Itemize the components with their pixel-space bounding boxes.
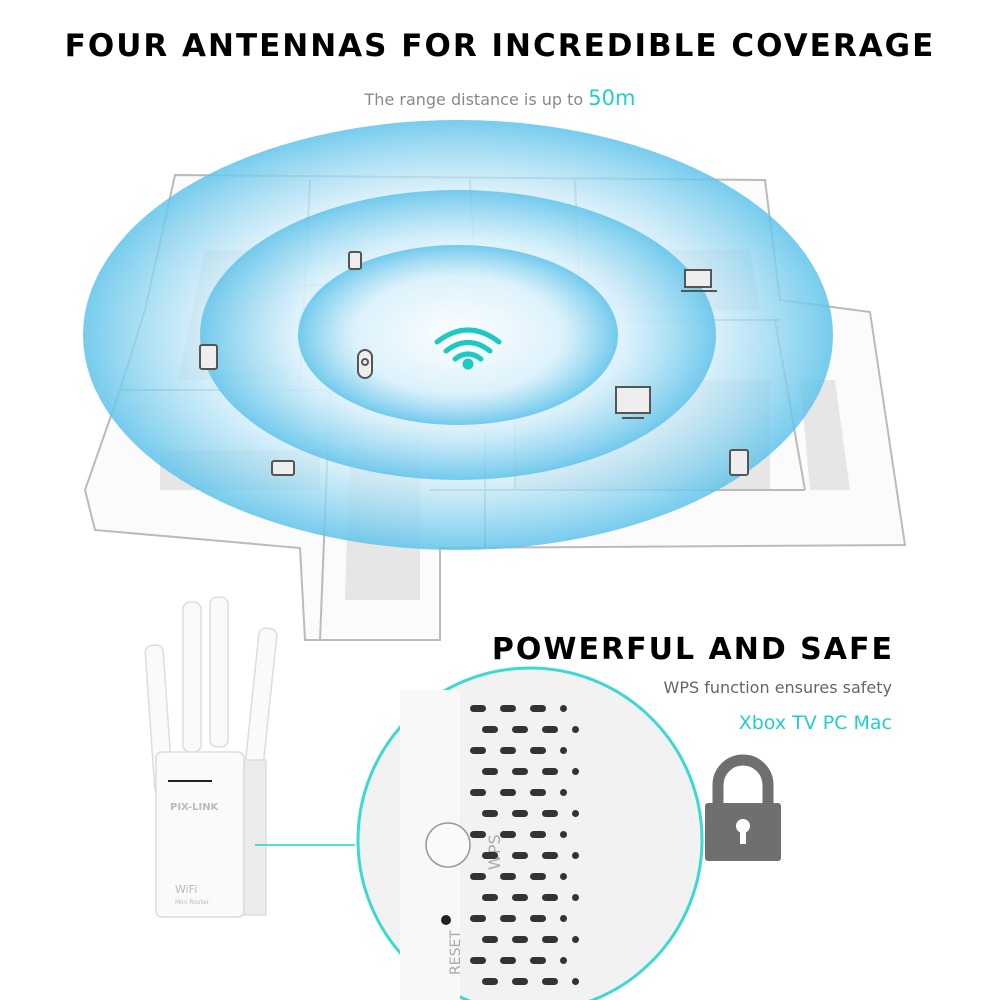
vent-hole [572,726,579,733]
range-value: 50m [588,86,636,110]
vent-hole [482,852,498,859]
vent-hole [560,873,567,880]
vent-hole [560,705,567,712]
vent-hole [530,957,546,964]
vent-hole [560,957,567,964]
vent-hole [572,810,579,817]
router-product: PIX-LINK WiFi Mini Router [144,596,355,918]
vent-hole [482,768,498,775]
vent-hole [470,747,486,754]
vent-hole [542,852,558,859]
phone-icon [348,251,362,270]
wifi-logo: WiFi [175,883,197,896]
vent-hole [542,810,558,817]
coverage-title: FOUR ANTENNAS FOR INCREDIBLE COVERAGE [64,28,936,64]
wifi-icon [434,327,502,370]
compatible-devices: Xbox TV PC Mac [738,712,892,734]
vent-hole [512,936,528,943]
vent-hole [530,831,546,838]
signal-coverage [83,120,833,550]
vent-hole [542,894,558,901]
vent-hole [500,831,516,838]
vent-hole [572,978,579,985]
camera-icon [357,349,373,379]
vent-hole [560,915,567,922]
brand-label: PIX-LINK [170,802,220,813]
vent-hole [500,705,516,712]
vent-hole [470,831,486,838]
vent-hole [470,873,486,880]
tv-icon [615,386,651,419]
vent-hole [500,957,516,964]
vent-hole [482,810,498,817]
tablet-icon [729,449,749,476]
vent-hole [572,768,579,775]
vent-hole [530,915,546,922]
vent-hole [530,747,546,754]
safety-title: POWERFUL AND SAFE [491,632,894,667]
vent-hole [542,726,558,733]
vent-hole [512,852,528,859]
vent-hole [482,936,498,943]
logo-subtitle: Mini Router [175,899,210,906]
vent-hole [470,915,486,922]
vent-hole [542,978,558,985]
vent-hole [572,852,579,859]
vent-hole [482,726,498,733]
lock-icon [705,754,781,861]
vent-hole [470,957,486,964]
vent-hole [530,705,546,712]
vent-hole [560,831,567,838]
vent-hole [542,768,558,775]
vent-hole [560,747,567,754]
vent-hole [512,726,528,733]
safety-subtitle: WPS function ensures safety [663,678,892,697]
vent-hole [512,894,528,901]
vent-hole [482,978,498,985]
vent-hole [500,873,516,880]
wps-closeup: WPS RESET [356,666,704,1000]
vent-hole [470,789,486,796]
vent-hole [470,705,486,712]
vent-hole [500,789,516,796]
laptop-icon [681,269,717,292]
vent-hole [500,747,516,754]
vent-hole [572,936,579,943]
vent-hole [512,810,528,817]
vent-hole [530,873,546,880]
range-text: The range distance is up to [364,90,584,109]
vent-hole [512,768,528,775]
vent-hole [572,894,579,901]
vent-hole [560,789,567,796]
vent-hole [482,894,498,901]
vent-hole [542,936,558,943]
tablet-icon [199,344,218,370]
tablet-icon [271,460,295,476]
coverage-subtitle: The range distance is up to 50m [0,86,1000,110]
reset-label: RESET [448,930,464,975]
vent-hole [530,789,546,796]
vent-hole [512,978,528,985]
vent-hole [500,915,516,922]
